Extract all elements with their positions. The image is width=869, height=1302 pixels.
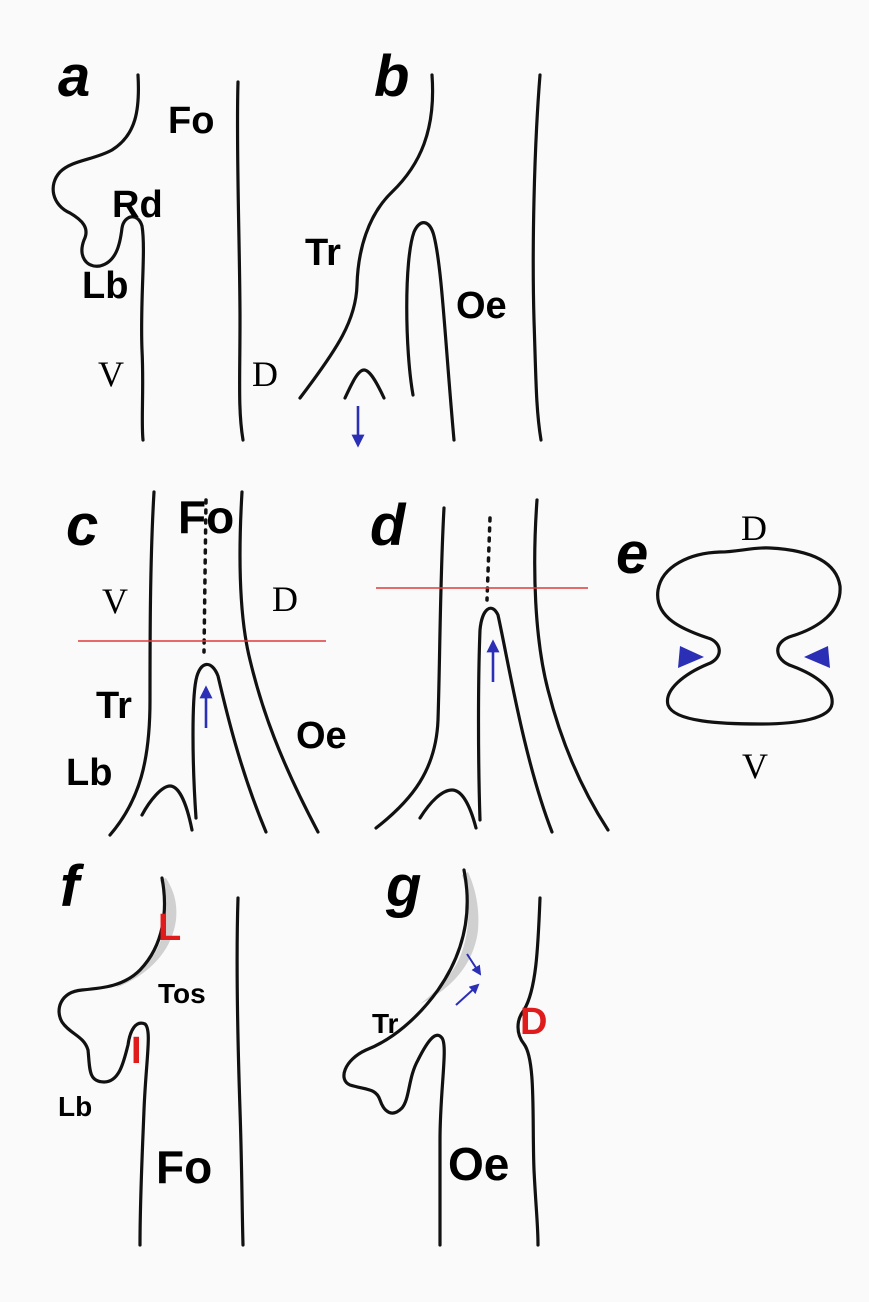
panel-f: f L Tos I Lb Fo [58,854,243,1245]
label-dorsal: D [272,579,298,619]
tracheoesophageal-fold [407,223,454,440]
bronchial-bifurcation [420,790,476,828]
panel-letter-f: f [60,854,85,919]
label-fo: Fo [156,1141,212,1193]
label-d: D [520,1001,547,1043]
panel-letter-c: c [66,493,98,558]
foregut-dorsal-wall [237,82,243,440]
tracheoesophageal-fold [479,608,553,832]
label-lb: Lb [66,752,112,794]
label-fo: Fo [168,100,214,142]
label-tr: Tr [96,685,132,727]
foregut-dorsal-wall [535,500,608,830]
panel-letter-e: e [616,521,648,586]
arrowhead-right-icon [804,646,830,668]
bronchial-bifurcation [345,370,384,398]
arrowhead-left-icon [678,646,704,668]
label-lb: Lb [58,1091,92,1122]
panel-letter-a: a [58,44,90,109]
cross-section-outline [658,548,840,724]
label-oe: Oe [296,715,347,757]
label-ventral: V [102,581,128,621]
label-dorsal: D [741,508,767,548]
foregut-dorsal-wall [237,898,243,1245]
label-rd: Rd [112,184,163,226]
panel-g: g Tr D Oe [344,854,548,1245]
label-dorsal: D [252,354,278,394]
label-ventral: V [742,746,768,786]
foregut-dorsal-wall [240,492,318,832]
panel-e: e D V [616,508,840,786]
label-fo: Fo [178,491,234,543]
panel-b: b Tr Oe [300,44,541,445]
panel-letter-b: b [374,44,409,109]
label-oe: Oe [448,1138,509,1190]
panel-letter-d: d [370,493,407,558]
panel-letter-g: g [385,854,421,919]
bronchial-bifurcation [142,786,192,830]
label-lb: Lb [82,265,128,307]
label-tos: Tos [158,978,206,1009]
panel-a: a Fo Rd Lb V D [53,44,278,440]
oesophagus-dorsal-wall [518,898,540,1245]
label-i: I [131,1030,142,1072]
arrow-icon [467,954,480,974]
tracheoesophageal-fold [193,664,266,832]
label-tr: Tr [305,232,341,274]
label-ventral: V [98,354,124,394]
foregut-ventral-wall [110,492,154,835]
panel-c: c Fo V D Tr Lb Oe [66,491,347,835]
shaded-wall [420,872,478,1004]
oesophagus-dorsal-wall [533,75,541,440]
panel-d: d [370,493,608,832]
label-tr: Tr [372,1008,399,1039]
label-oe: Oe [456,285,507,327]
label-l: L [158,907,181,949]
arrow-icon [456,985,478,1005]
foregut-ventral-wall [59,878,164,1245]
